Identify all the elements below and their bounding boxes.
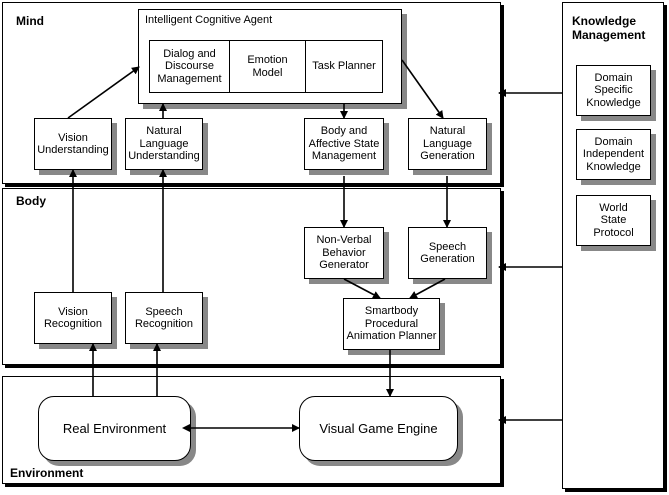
real-environment: Real Environment <box>38 396 191 461</box>
non-verbal-behavior-generator: Non-Verbal Behavior Generator <box>304 227 384 279</box>
body-layer-title: Body <box>16 194 46 208</box>
natural-language-understanding: Natural Language Understanding <box>125 118 203 170</box>
domain-independent-knowledge: Domain Independent Knowledge <box>576 129 651 180</box>
visual-game-engine: Visual Game Engine <box>299 396 458 461</box>
natural-language-generation: Natural Language Generation <box>408 118 487 170</box>
body-affective-state-management: Body and Affective State Management <box>304 118 384 170</box>
knowledge-management-title: Knowledge Management <box>572 14 646 42</box>
smartbody-animation-planner: Smartbody Procedural Animation Planner <box>343 298 440 350</box>
speech-generation: Speech Generation <box>408 227 487 279</box>
agent-submodules: Dialog and Discourse Management Emotion … <box>149 40 383 93</box>
domain-specific-knowledge: Domain Specific Knowledge <box>576 65 651 116</box>
world-state-protocol: World State Protocol <box>576 195 651 246</box>
emotion-model: Emotion Model <box>230 41 306 92</box>
vision-recognition: Vision Recognition <box>34 292 112 344</box>
environment-layer-title: Environment <box>10 466 84 480</box>
mind-layer-title: Mind <box>16 14 44 28</box>
agent-title: Intelligent Cognitive Agent <box>145 14 273 26</box>
dialog-discourse-management: Dialog and Discourse Management <box>150 41 230 92</box>
task-planner: Task Planner <box>312 60 376 73</box>
speech-recognition: Speech Recognition <box>125 292 203 344</box>
intelligent-cognitive-agent: Intelligent Cognitive Agent Dialog and D… <box>138 9 402 104</box>
vision-understanding: Vision Understanding <box>34 118 112 170</box>
